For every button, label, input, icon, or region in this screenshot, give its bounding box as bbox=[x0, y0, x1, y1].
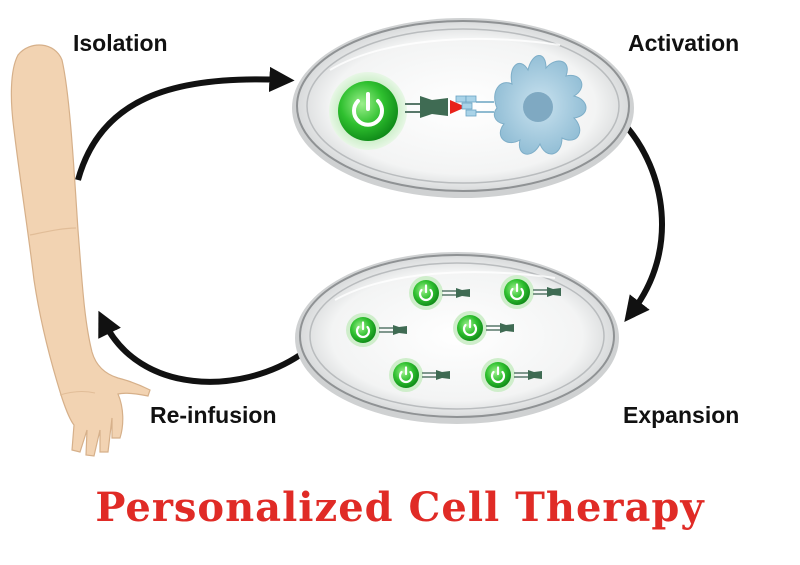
expansion-arrow bbox=[622, 123, 665, 322]
arm-shape bbox=[10, 44, 151, 457]
step-label-activation: Activation bbox=[628, 30, 740, 56]
page-title: Personalized Cell Therapy bbox=[95, 484, 705, 531]
reinfusion-arrow bbox=[98, 310, 302, 385]
expansion-dish bbox=[295, 252, 619, 424]
step-label-expansion: Expansion bbox=[623, 402, 740, 428]
t-cell-large bbox=[329, 72, 407, 150]
isolation-arrow bbox=[75, 66, 295, 181]
step-label-reinfusion: Re-infusion bbox=[150, 402, 277, 428]
power-icon bbox=[352, 92, 384, 127]
dendritic-cell bbox=[493, 55, 587, 155]
tcr-interaction bbox=[405, 95, 494, 118]
arm-illustration bbox=[10, 44, 151, 457]
activation-dish bbox=[292, 18, 634, 198]
step-label-isolation: Isolation bbox=[73, 30, 168, 56]
